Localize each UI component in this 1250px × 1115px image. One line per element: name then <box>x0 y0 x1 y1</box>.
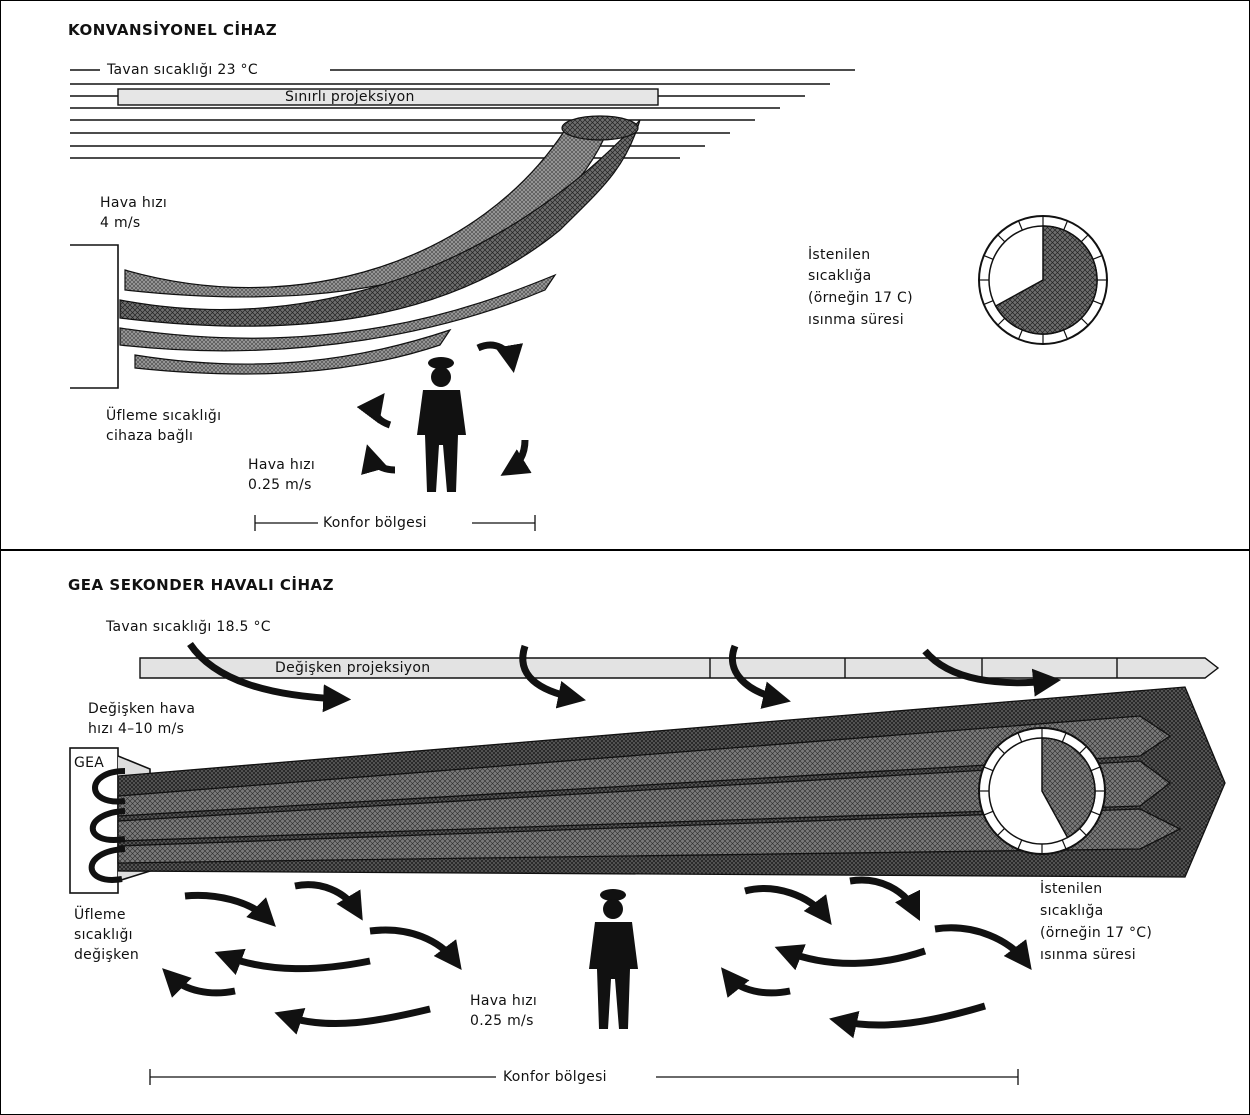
heatup-label-2: sıcaklığa <box>1040 901 1104 921</box>
ceiling-temperature-label: Tavan sıcaklığı 18.5 °C <box>106 617 271 637</box>
zone-air-speed-value: 0.25 m/s <box>470 1011 534 1031</box>
projection-label: Değişken projeksiyon <box>275 658 430 678</box>
outlet-temp-label-3: değişken <box>74 945 139 965</box>
outlet-temp-label-1: Üfleme <box>74 905 126 925</box>
outlet-temp-label-2: sıcaklığı <box>74 925 133 945</box>
heatup-label-1: İstenilen <box>1040 879 1102 899</box>
wall-device <box>70 245 118 388</box>
heatup-label-3: (örneğin 17 °C) <box>1040 923 1152 943</box>
heatup-label-3: (örneğin 17 C) <box>808 288 913 308</box>
ceiling-temperature-label: Tavan sıcaklığı 23 °C <box>104 60 261 80</box>
heatup-label-4: ısınma süresi <box>808 310 904 330</box>
person-silhouette <box>589 889 638 1029</box>
heatup-gauge <box>979 216 1107 344</box>
gea-title: GEA SEKONDER HAVALI CİHAZ <box>68 575 334 595</box>
heatup-label-2: sıcaklığa <box>808 266 872 286</box>
jet-air-speed-value: 4 m/s <box>100 213 141 233</box>
gea-device-label: GEA <box>74 753 104 773</box>
variable-air-speed-label-2: hızı 4–10 m/s <box>88 719 184 739</box>
zone-air-speed-value: 0.25 m/s <box>248 475 312 495</box>
variable-air-speed-label-1: Değişken hava <box>88 699 195 719</box>
outlet-temp-label-1: Üfleme sıcaklığı <box>106 406 221 426</box>
outlet-temp-label-2: cihaza bağlı <box>106 426 193 446</box>
conventional-title: KONVANSİYONEL CİHAZ <box>68 20 277 40</box>
heatup-gauge <box>979 728 1105 854</box>
zone-air-speed-label: Hava hızı <box>248 455 315 475</box>
zone-air-speed-label: Hava hızı <box>470 991 537 1011</box>
conventional-device-panel: KONVANSİYONEL CİHAZ Tavan sıcaklığı 23 °… <box>0 0 1250 549</box>
comfort-zone-label: Konfor bölgesi <box>500 1067 610 1087</box>
comfort-zone-label: Konfor bölgesi <box>320 513 430 533</box>
conventional-diagram <box>0 0 1250 549</box>
person-silhouette <box>417 357 466 492</box>
heatup-label-1: İstenilen <box>808 245 870 265</box>
gea-device-panel: GEA SEKONDER HAVALI CİHAZ Tavan sıcaklığ… <box>0 551 1250 1115</box>
ceiling-layers <box>70 70 855 158</box>
heatup-label-4: ısınma süresi <box>1040 945 1136 965</box>
jet-air-speed-label: Hava hızı <box>100 193 167 213</box>
projection-label: Sınırlı projeksiyon <box>285 87 415 107</box>
air-jet-streams <box>120 116 640 374</box>
